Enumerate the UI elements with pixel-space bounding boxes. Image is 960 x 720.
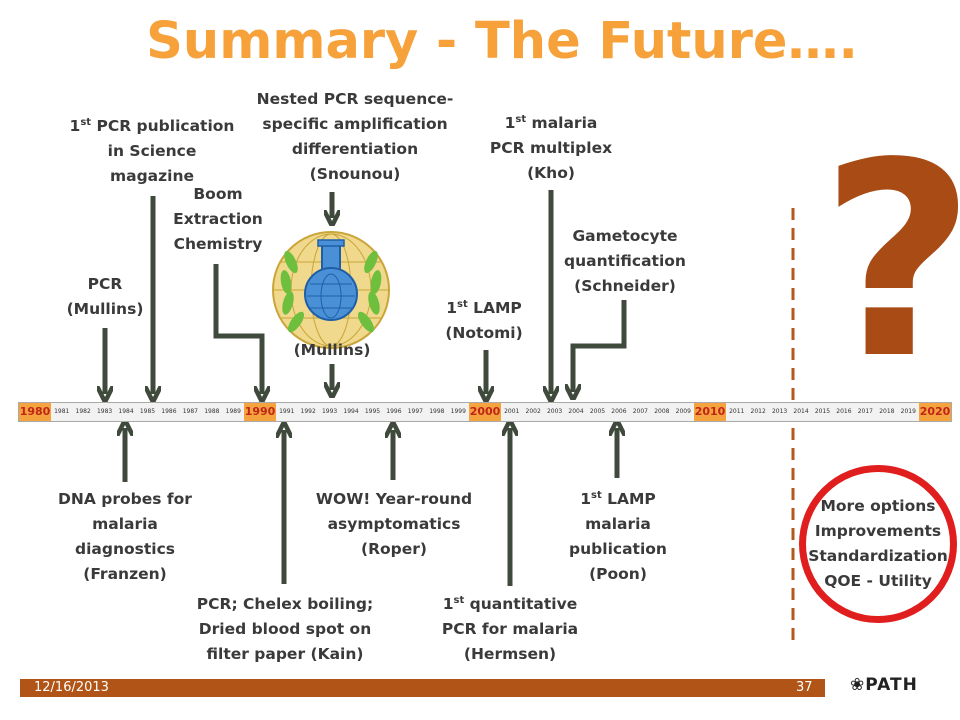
timeline-year: 1986 [161,408,177,415]
label-dna-probes: DNA probes for malaria diagnostics (Fran… [58,490,192,583]
timeline-year: 1994 [343,408,359,415]
label-malaria-multiplex: 1st malaria PCR multiplex (Kho) [489,114,613,182]
timeline-year: 1981 [54,408,70,415]
slide-title: Summary - The Future…. [146,12,858,71]
timeline-year: 2015 [814,408,831,415]
label-nested-pcr: Nested PCR sequence- specific amplificat… [256,90,454,183]
timeline-year: 2000 [469,403,501,421]
timeline-year: 1984 [118,408,134,415]
footer-bar [20,679,825,697]
footer-date: 12/16/2013 [34,680,109,695]
timeline-year: 2002 [525,408,541,415]
timeline-year: 1983 [96,408,113,415]
label-quantitative: 1st quantitative PCR for malaria (Hermse… [441,595,579,663]
timeline-year: 2019 [900,408,916,415]
timeline-year: 1993 [321,408,338,415]
future-circle [799,465,957,623]
timeline-year: 1988 [204,408,220,415]
arrow-gametocyte [573,300,627,392]
timeline-year: 2018 [879,408,895,415]
timeline-year: 2004 [568,408,584,415]
question-mark: ? [820,106,960,418]
timeline-year: 1982 [75,408,91,415]
label-wow: WOW! Year-round asymptomatics (Roper) [315,490,473,558]
timeline-year: 2017 [857,408,874,415]
label-lamp-publication: 1st LAMP malaria publication (Poon) [569,490,667,583]
label-first-lamp: 1st LAMP (Notomi) [445,299,523,342]
timeline-year: 2005 [589,408,606,415]
timeline-year: 2010 [694,403,726,421]
timeline-year: 2009 [675,408,691,415]
arrow-boom [213,264,262,394]
timeline-year: 1990 [244,403,276,421]
path-logo-mark-icon: ❀ [850,675,866,695]
label-future-options: More options Improvements Standardizatio… [808,497,948,590]
timeline-year: 2001 [504,408,520,415]
timeline-year: 1992 [300,408,316,415]
timeline-year: 1991 [279,408,295,415]
timeline-year: 1995 [364,408,381,415]
timeline-year: 2006 [611,408,627,415]
timeline-year: 1987 [182,408,199,415]
timeline-year: 2016 [836,408,852,415]
timeline-year: 1997 [407,408,424,415]
timeline-year: 1989 [225,408,241,415]
timeline-year: 1999 [450,408,466,415]
timeline-year: 2014 [793,408,809,415]
path-logo: ❀PATH [850,675,918,695]
label-gametocyte: Gametocyte quantification (Schneider) [564,227,686,295]
timeline-year: 2011 [729,408,745,415]
footer-page-number: 37 [796,680,813,695]
timeline-year: 2003 [546,408,563,415]
timeline-year: 1985 [139,408,156,415]
timeline-year: 2020 [919,403,951,421]
timeline-year: 1998 [429,408,445,415]
timeline-year: 2007 [632,408,649,415]
timeline-year: 1980 [19,403,51,421]
label-pcr-mullins: PCR (Mullins) [66,275,144,318]
timeline-year: 1996 [386,408,402,415]
timeline-year: 2012 [750,408,766,415]
label-boom-extraction: Boom Extraction Chemistry [173,185,263,253]
label-mullins-logo: (Mullins) [293,341,371,359]
label-first-pcr-publication: 1st PCR publication in Science magazine [69,117,235,185]
timeline-year: 2008 [654,408,670,415]
label-chelex: PCR; Chelex boiling; Dried blood spot on… [196,595,374,663]
timeline-year: 2013 [771,408,788,415]
laurel-flask-emblem [272,231,390,349]
